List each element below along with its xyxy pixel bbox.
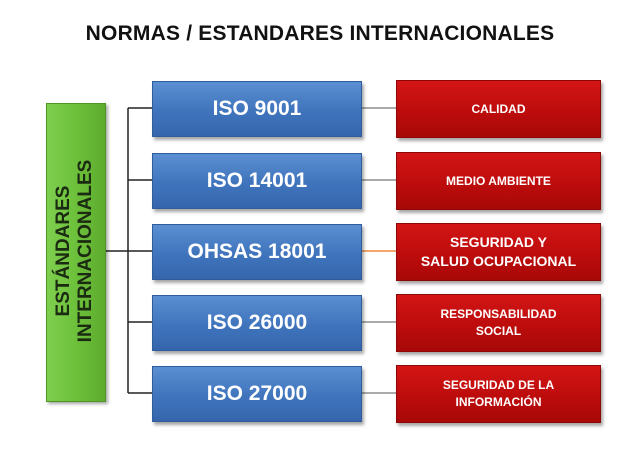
side-label-box [46, 103, 106, 402]
standard-box-iso-14001: ISO 14001 [152, 153, 362, 209]
standard-box-ohsas-18001: OHSAS 18001 [152, 224, 362, 280]
area-box-seguridad-salud: SEGURIDAD Y SALUD OCUPACIONAL [396, 223, 601, 281]
area-box-seguridad-informacion: SEGURIDAD DE LA INFORMACIÓN [396, 365, 601, 423]
standard-box-iso-27000: ISO 27000 [152, 366, 362, 422]
area-box-medio-ambiente: MEDIO AMBIENTE [396, 152, 601, 210]
area-box-responsabilidad-social: RESPONSABILIDAD SOCIAL [396, 294, 601, 352]
side-label-line-1: ESTÁNDARES [53, 185, 74, 317]
standard-box-iso-26000: ISO 26000 [152, 295, 362, 351]
diagram-title: NORMAS / ESTANDARES INTERNACIONALES [85, 22, 555, 45]
area-box-calidad: CALIDAD [396, 80, 601, 138]
side-label: ESTÁNDARES INTERNACIONALES [53, 160, 97, 343]
side-label-line-2: INTERNACIONALES [75, 159, 96, 343]
standard-box-iso-9001: ISO 9001 [152, 81, 362, 137]
